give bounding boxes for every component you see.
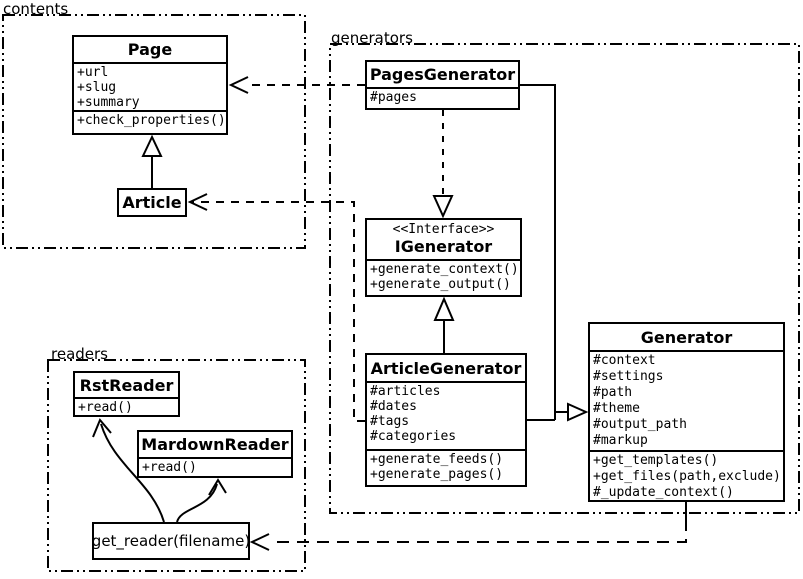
attribute-line: +url <box>77 65 109 80</box>
package-readers-label: readers <box>51 345 108 363</box>
method-line: +read() <box>78 400 133 415</box>
class-igenerator-header: <<Interface>> IGenerator <box>367 220 520 259</box>
edge-generators-inherit-generator <box>520 84 589 422</box>
class-page-attributes: +url +slug +summary <box>74 62 226 110</box>
class-articlegenerator-attributes: #articles #dates #tags #categories <box>367 381 525 449</box>
class-articlegenerator-title: ArticleGenerator <box>370 358 522 378</box>
class-article: Article <box>117 188 187 217</box>
class-rstreader-methods: +read() <box>75 397 178 415</box>
class-pagesgenerator: PagesGenerator #pages <box>365 60 520 110</box>
attribute-line: +slug <box>77 80 117 95</box>
package-contents-label: contents <box>3 0 69 18</box>
class-igenerator: <<Interface>> IGenerator +generate_conte… <box>365 218 522 297</box>
class-igenerator-methods: +generate_context() +generate_output() <box>367 259 520 295</box>
edge-pagesgenerator-realizes-igenerator <box>432 110 454 219</box>
class-rstreader: RstReader +read() <box>73 371 180 417</box>
class-page: Page +url +slug +summary +check_properti… <box>72 35 228 135</box>
attribute-line: #articles <box>370 384 441 399</box>
method-line: +check_properties() <box>77 113 226 128</box>
method-line: +get_templates() <box>593 453 719 468</box>
attribute-line: #theme <box>593 401 640 416</box>
method-line: +generate_feeds() <box>370 452 504 467</box>
method-line: +generate_context() <box>370 262 519 277</box>
class-generator-attributes: #context #settings #path #theme #output_… <box>590 350 783 450</box>
method-line: +get_files(path,exclude) <box>593 469 781 484</box>
method-line: #_update_context() <box>593 485 734 500</box>
method-line: +generate_pages() <box>370 467 504 482</box>
attribute-line: #dates <box>370 399 417 414</box>
attribute-line: #path <box>593 385 633 400</box>
class-generator-title: Generator <box>640 327 733 347</box>
attribute-line: +summary <box>77 95 140 110</box>
class-generator-methods: +get_templates() +get_files(path,exclude… <box>590 450 783 500</box>
class-igenerator-title: IGenerator <box>394 237 493 256</box>
class-articlegenerator-methods: +generate_feeds() +generate_pages() <box>367 449 525 485</box>
package-contents-border <box>2 14 306 249</box>
package-generators-border <box>329 43 800 514</box>
method-line: +generate_output() <box>370 277 511 292</box>
class-generator: Generator #context #settings #path #them… <box>588 322 785 502</box>
class-rstreader-title: RstReader <box>79 375 174 395</box>
class-markdownreader: MardownReader +read() <box>137 430 293 478</box>
function-get-reader-box: get_reader(filename) <box>92 522 250 560</box>
edge-pagesgenerator-depends-page <box>228 76 365 94</box>
class-articlegenerator: ArticleGenerator #articles #dates #tags … <box>365 353 527 487</box>
class-pagesgenerator-attributes: #pages <box>367 87 518 108</box>
attribute-line: #settings <box>593 369 664 384</box>
edge-generator-depends-getreader <box>249 502 687 551</box>
class-markdownreader-methods: +read() <box>139 457 291 476</box>
attribute-line: #tags <box>370 414 410 429</box>
attribute-line: #markup <box>593 433 648 448</box>
edge-articlegenerator-inherits-igenerator <box>433 296 455 353</box>
edge-getreader-calls-markdownreader <box>176 478 227 523</box>
function-get-reader-label: get_reader(filename) <box>91 532 251 550</box>
attribute-line: #output_path <box>593 417 687 432</box>
edge-articlegenerator-depends-article <box>187 193 365 422</box>
class-article-title: Article <box>122 193 182 212</box>
class-page-title: Page <box>127 40 173 59</box>
interface-stereotype: <<Interface>> <box>392 222 495 237</box>
method-line: +read() <box>142 460 197 475</box>
attribute-line: #categories <box>370 429 457 444</box>
class-markdownreader-title: MardownReader <box>141 435 289 454</box>
edge-getreader-calls-rstreader <box>92 418 165 523</box>
class-pagesgenerator-title: PagesGenerator <box>369 65 516 84</box>
class-page-methods: +check_properties() <box>74 110 226 133</box>
attribute-line: #pages <box>370 90 417 105</box>
edge-article-inherits-page <box>141 134 163 188</box>
attribute-line: #context <box>593 353 656 368</box>
package-readers-border <box>47 359 306 572</box>
package-generators-label: generators <box>331 29 413 47</box>
